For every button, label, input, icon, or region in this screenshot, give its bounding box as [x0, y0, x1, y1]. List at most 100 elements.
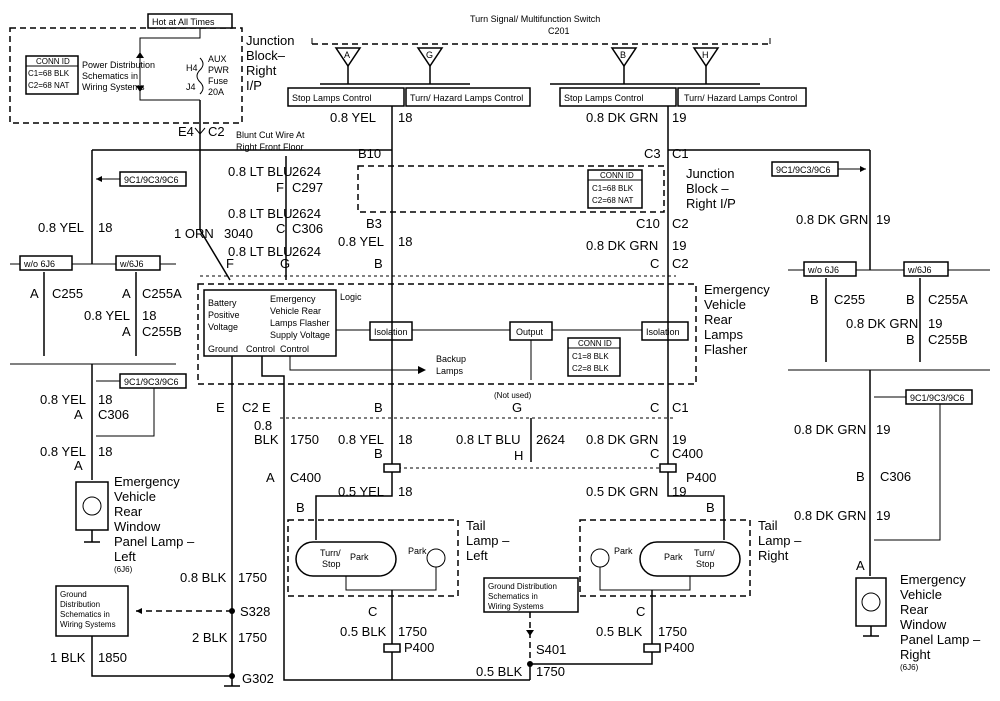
svg-text:0.8 YEL: 0.8 YEL	[84, 308, 130, 323]
stop-lamps-control-box-left	[287, 87, 405, 107]
logic-box	[203, 289, 337, 357]
svg-text:w/6J6: w/6J6	[119, 259, 144, 269]
turn-label-left: Turn/ Hazard Lamps Control	[410, 93, 523, 103]
svg-text:C: C	[636, 604, 645, 619]
svg-text:H: H	[514, 448, 523, 463]
tail-lamp-left: Turn/ Stop Park Park C 0.5 BLK 1750 P400…	[287, 518, 510, 680]
svg-text:Rear: Rear	[704, 312, 733, 327]
svg-text:C2: C2	[242, 400, 259, 415]
svg-text:Lamps: Lamps	[436, 366, 464, 376]
svg-text:C2=8 BLK: C2=8 BLK	[572, 364, 609, 373]
mid-grn-wire: 0.8 DK GRN	[586, 238, 658, 253]
bulb-icon	[426, 548, 446, 568]
bulb-icon	[590, 548, 610, 568]
svg-text:1850: 1850	[98, 650, 127, 665]
pin-f-c297: F	[276, 180, 284, 195]
mid-jb-name-2: Block –	[686, 181, 729, 196]
ltblu-circuit-2: 2624	[292, 206, 321, 221]
svg-text:B: B	[374, 446, 383, 461]
svg-text:1750: 1750	[290, 432, 319, 447]
svg-text:0.5 YEL: 0.5 YEL	[338, 484, 384, 499]
svg-text:B: B	[810, 292, 819, 307]
svg-text:C400: C400	[290, 470, 321, 485]
svg-text:0.5 BLK: 0.5 BLK	[476, 664, 523, 679]
flasher-outline	[197, 283, 697, 385]
isolation-right-box	[641, 321, 689, 341]
jb-name-2: Block–	[246, 48, 286, 63]
window-lamp-right: Emergency Vehicle Rear Window Panel Lamp…	[855, 572, 981, 672]
svg-text:0.8 BLK: 0.8 BLK	[180, 570, 227, 585]
svg-text:Park: Park	[350, 552, 369, 562]
conn-c255-left: C255	[52, 286, 83, 301]
ltblu-circuit-3: 2624	[292, 244, 321, 259]
jb-name-3: Right	[246, 63, 277, 78]
splice-pack-icon	[383, 643, 401, 653]
svg-text:Tail: Tail	[466, 518, 486, 533]
svg-text:Emergency: Emergency	[900, 572, 966, 587]
svg-text:0.8 DK GRN: 0.8 DK GRN	[794, 422, 866, 437]
svg-text:0.8 DK GRN: 0.8 DK GRN	[846, 316, 918, 331]
turn-hazard-box-right	[677, 87, 807, 107]
w-6j6-box-left	[115, 255, 161, 271]
fuse-label-4: 20A	[208, 87, 224, 97]
svg-text:H: H	[702, 50, 709, 60]
svg-text:Wiring Systems: Wiring Systems	[60, 620, 116, 629]
terminal-b: B	[610, 47, 638, 84]
jb-name-1: Junction	[246, 33, 294, 48]
svg-text:w/o 6J6: w/o 6J6	[807, 265, 839, 275]
ltblu-wire-1: 0.8 LT BLU	[228, 164, 293, 179]
svg-text:1750: 1750	[238, 570, 267, 585]
arrow-icon	[96, 176, 102, 182]
svg-text:A: A	[74, 407, 83, 422]
svg-text:19: 19	[672, 432, 686, 447]
svg-text:Backup: Backup	[436, 354, 466, 364]
junction-block-outline	[9, 27, 243, 124]
pin-b3: B3	[366, 216, 382, 231]
svg-text:0.8 YEL: 0.8 YEL	[40, 444, 86, 459]
svg-text:18: 18	[142, 308, 156, 323]
turn-signal-switch: Turn Signal/ Multifunction Switch C201 A…	[287, 14, 807, 150]
j4-label: J4	[186, 82, 196, 92]
power-dist-line1: Power Distribution	[82, 60, 155, 70]
conn-c255a-left: C255A	[142, 286, 182, 301]
arrow-icon	[526, 630, 534, 636]
svg-text:C: C	[650, 256, 659, 271]
w-6j6-box-right	[903, 261, 949, 277]
splice-s328	[229, 608, 235, 614]
svg-text:C: C	[368, 604, 377, 619]
svg-text:B: B	[906, 332, 915, 347]
ground-circuit: Ground Distribution Schematics in Wiring…	[50, 570, 579, 687]
pin-b10: B10	[358, 146, 381, 161]
right-window-branch: 9C1/9C3/9C6 0.8 DK GRN 19 w/o 6J6 w/6J6 …	[771, 150, 990, 576]
svg-text:(6J6): (6J6)	[114, 565, 133, 574]
svg-text:Schematics in: Schematics in	[488, 592, 538, 601]
svg-text:B: B	[856, 469, 865, 484]
svg-text:Isolation: Isolation	[374, 327, 408, 337]
stop-label-right: Stop Lamps Control	[564, 93, 644, 103]
svg-text:Panel Lamp –: Panel Lamp –	[114, 534, 195, 549]
svg-text:F: F	[226, 256, 234, 271]
svg-text:A: A	[122, 324, 131, 339]
svg-text:G: G	[426, 50, 433, 60]
conn-id-box	[25, 55, 79, 95]
svg-text:0.8: 0.8	[254, 418, 272, 433]
terminal-g: G	[416, 47, 444, 84]
svg-text:0.5 DK GRN: 0.5 DK GRN	[586, 484, 658, 499]
svg-text:Ground Distribution: Ground Distribution	[488, 582, 557, 591]
svg-text:Voltage: Voltage	[208, 322, 238, 332]
svg-text:B: B	[620, 50, 626, 60]
svg-text:w/6J6: w/6J6	[907, 265, 932, 275]
conn-c1: C1	[672, 146, 689, 161]
arrow-icon	[136, 608, 142, 614]
top-right-wire: 0.8 DK GRN	[586, 110, 658, 125]
svg-text:Schematics in: Schematics in	[60, 610, 110, 619]
svg-text:C400: C400	[672, 446, 703, 461]
svg-text:18: 18	[98, 444, 112, 459]
conn-c306-right: C306	[880, 469, 911, 484]
left-window-branch: 9C1/9C3/9C6 0.8 YEL 18 w/o 6J6 w/6J6 A C…	[10, 150, 187, 480]
svg-text:0.5 BLK: 0.5 BLK	[340, 624, 387, 639]
pin-e4: E4	[178, 124, 194, 139]
svg-text:C: C	[650, 446, 659, 461]
svg-text:Vehicle: Vehicle	[114, 489, 156, 504]
